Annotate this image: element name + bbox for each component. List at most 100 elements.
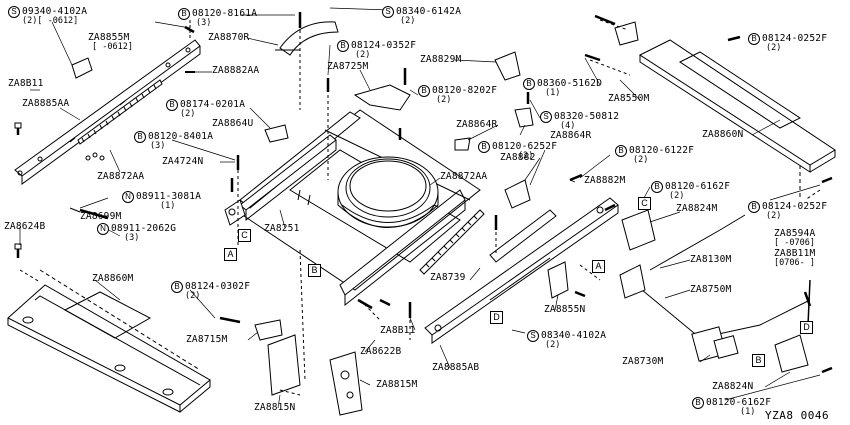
label-09340-4102a: 09340-4102A: [22, 6, 88, 17]
label-za8251: ZA8251: [264, 223, 300, 234]
label-za8730m: ZA8730M: [622, 356, 664, 367]
left-rib-strip: [77, 79, 163, 161]
bracket-za8829m: [494, 51, 521, 81]
prefix-b-3: B: [748, 33, 760, 45]
bracket-za8824m: [621, 209, 656, 251]
label-08911-2062g: 08911-2062G: [111, 223, 177, 234]
label-08120-6162f-bottom: 08120-6162F: [706, 397, 772, 408]
qty-08120-6252f: (2): [518, 151, 534, 161]
part-za8864u: [264, 124, 289, 143]
prefix-b-5: B: [418, 85, 430, 97]
qty-08911-3081a: (1): [160, 201, 176, 211]
label-za8882aa: ZA8882AA: [212, 65, 260, 76]
label-08124-0352f: 08124-0352F: [351, 40, 417, 51]
qty-08911-2062g: (3): [124, 233, 140, 243]
label-za8872aa-left: ZA8872AA: [97, 171, 145, 182]
label-08124-0252f-right: 08124-0252F: [762, 201, 828, 212]
qty-09340-4102a: (2)[ -0612]: [22, 16, 79, 26]
label-08120-6252f: 08120-6252F: [492, 141, 558, 152]
label-08340-4102a-bottom: 08340-4102A: [541, 330, 607, 341]
prefix-b-9: B: [615, 145, 627, 157]
cable-assembly: [619, 214, 811, 362]
label-08360-5162d: 08360-5162D: [537, 78, 603, 89]
label-za8885aa: ZA8885AA: [22, 98, 70, 109]
prefix-s-4: S: [527, 330, 539, 342]
prefix-b-11: B: [748, 201, 760, 213]
qty-08124-0252f-right: (2): [766, 211, 782, 221]
qty-08124-0352f: (2): [355, 50, 371, 60]
label-za8872aa-right: ZA8872AA: [440, 171, 488, 182]
left-lower-rail: [7, 269, 211, 413]
label-08320-50812: 08320-50812: [554, 111, 620, 122]
callout-a-left: A: [224, 248, 237, 261]
qty-08120-6122f: (2): [633, 155, 649, 165]
prefix-b-10: B: [651, 181, 663, 193]
qty-08120-8401a: (3): [150, 141, 166, 151]
label-za8824m: ZA8824M: [676, 203, 718, 214]
bracket-za8855n: [547, 261, 569, 299]
prefix-s-2: S: [382, 6, 394, 18]
label-za8829m: ZA8829M: [420, 54, 462, 65]
prefix-b-6: B: [166, 99, 178, 111]
turntable: [337, 156, 439, 228]
callout-a-right: A: [592, 260, 605, 273]
slide-rail: [489, 209, 557, 263]
prefix-b-13: B: [692, 397, 704, 409]
label-za8594a: ZA8594A: [774, 228, 816, 239]
label-08120-8202f: 08120-8202F: [432, 85, 498, 96]
callout-b-left: B: [308, 264, 321, 277]
bracket-za8715m: [254, 319, 283, 341]
prefix-b-1: B: [178, 8, 190, 20]
label-za8882: ZA8882: [500, 152, 536, 163]
qty-za8855m: [ -0612]: [92, 42, 133, 52]
qty-08120-6162f-bottom: (1): [740, 407, 756, 417]
prefix-b-7: B: [134, 131, 146, 143]
callout-c-right: C: [638, 197, 651, 210]
label-za8864r-2: ZA8864R: [550, 130, 592, 141]
callout-b-right: B: [752, 354, 765, 367]
label-za8550m: ZA8550M: [608, 93, 650, 104]
right-lower-rail: [424, 197, 619, 344]
label-08124-0252f-top: 08124-0252F: [762, 33, 828, 44]
label-08120-6122f: 08120-6122F: [629, 145, 695, 156]
bracket-za8824n: [774, 334, 809, 373]
bracket-za8550m: [614, 21, 639, 46]
label-za8855n: ZA8855N: [544, 304, 586, 315]
label-za8864u: ZA8864U: [212, 118, 254, 129]
prefix-s-3: S: [540, 111, 552, 123]
label-za8885ab: ZA8885AB: [432, 362, 480, 373]
qty-08320-50812: (4): [560, 121, 576, 131]
label-za8715m: ZA8715M: [186, 334, 228, 345]
callout-d-right: D: [800, 321, 813, 334]
prefix-s-1: S: [8, 6, 20, 18]
qty-08120-8161a: (3): [196, 18, 212, 28]
label-08174-0201a: 08174-0201A: [180, 99, 246, 110]
label-za8860m: ZA8860M: [92, 273, 134, 284]
label-za4724n: ZA4724N: [162, 156, 204, 167]
prefix-n-1: N: [122, 191, 134, 203]
prefix-n-2: N: [97, 223, 109, 235]
prefix-b-4: B: [523, 78, 535, 90]
label-za8b11-bottom: ZA8B11: [380, 325, 416, 336]
left-bracket: [71, 57, 93, 79]
misc-bolts: [230, 12, 833, 374]
label-za8699m: ZA8699M: [80, 211, 122, 222]
label-08124-0302f: 08124-0302F: [185, 281, 251, 292]
qty-za8594a: [ -0706]: [774, 238, 815, 248]
label-za8750m: ZA8750M: [690, 284, 732, 295]
callout-d-left: D: [490, 311, 503, 324]
qty-08360-5162d: (1): [545, 88, 561, 98]
label-za8855m: ZA8855M: [88, 32, 130, 43]
label-za8860n: ZA8860N: [702, 129, 744, 140]
label-za8725m: ZA8725M: [327, 61, 369, 72]
qty-08124-0252f-top: (2): [766, 43, 782, 53]
label-08120-8161a: 08120-8161A: [192, 8, 258, 19]
bracket-za8815m: [329, 351, 363, 416]
part-za8864r-1: [454, 137, 471, 151]
label-za8622b: ZA8622B: [360, 346, 402, 357]
label-za8815n: ZA8815N: [254, 402, 296, 413]
label-za8b11-left: ZA8B11: [8, 78, 44, 89]
label-za8739: ZA8739: [430, 272, 466, 283]
